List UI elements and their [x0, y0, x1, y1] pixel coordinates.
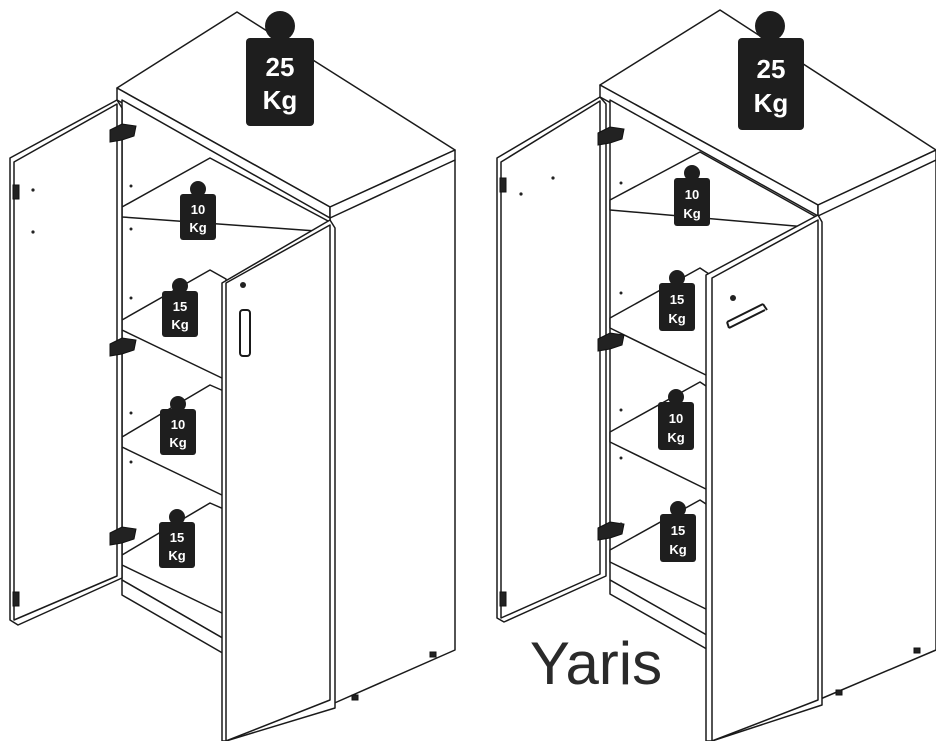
weight-unit: Kg: [754, 88, 789, 118]
weight-unit: Kg: [669, 542, 686, 557]
cabinet-right-foot-2: [913, 647, 921, 654]
cabinet-left-lock-hole: [240, 282, 246, 288]
cabinet-right-right-door-face: [711, 219, 819, 741]
cabinet-left: [9, 11, 456, 741]
cabinet-right-door-handle[interactable]: [726, 303, 768, 329]
weight-value: 10: [669, 411, 683, 426]
weight-unit: Kg: [668, 311, 685, 326]
cabinet-left-right-door-face: [225, 224, 331, 741]
weight-value: 15: [670, 292, 684, 307]
cabinet-left-door-hinge-bottom: [12, 591, 20, 607]
cabinet-right-door-hinge-bottom: [499, 591, 507, 607]
weight-value: 10: [685, 187, 699, 202]
weight-badge-right-shelf-1: 10 Kg: [674, 165, 710, 226]
weight-value: 25: [266, 52, 295, 82]
cabinet-left-foot-2: [429, 651, 437, 658]
brand-name: Yaris: [530, 630, 662, 697]
cabinet-right-foot-1: [835, 689, 843, 696]
weight-badge-right-shelf-2: 15 Kg: [659, 270, 695, 331]
cabinet-right-left-door-face: [500, 100, 601, 619]
cabinet-left-hinge-1: [109, 123, 137, 143]
weight-unit: Kg: [263, 85, 298, 115]
cabinet-right-door-hinge-top: [499, 177, 507, 193]
weight-unit: Kg: [168, 548, 185, 563]
weight-value: 15: [671, 523, 685, 538]
cabinet-left-top-side-edge: [329, 149, 456, 219]
cabinet-left-hinge-3: [109, 526, 137, 546]
cabinet-right-hinge-3: [597, 521, 625, 541]
cabinet-left-hinge-2: [109, 337, 137, 357]
cabinet-left-door-handle[interactable]: [239, 309, 251, 357]
weight-badge-left-shelf-2: 15 Kg: [162, 278, 198, 337]
cabinet-left-door-hinge-top: [12, 184, 20, 200]
weight-value: 25: [757, 54, 786, 84]
cabinet-right-hinge-1: [597, 126, 625, 146]
weight-badge-left-shelf-3: 10 Kg: [160, 396, 196, 455]
cabinet-right-hinge-2: [597, 332, 625, 352]
weight-badge-right-shelf-4: 15 Kg: [660, 501, 696, 562]
cabinet-left-left-door-face: [13, 103, 118, 621]
weight-badge-left-top: 25 Kg: [246, 11, 314, 126]
weight-value: 15: [170, 530, 184, 545]
weight-badge-right-top: 25 Kg: [738, 11, 804, 130]
cabinet-left-foot-1: [351, 694, 359, 701]
cabinet-right-side-panel: [817, 157, 936, 701]
weight-unit: Kg: [171, 317, 188, 332]
weight-value: 15: [173, 299, 187, 314]
cabinet-right-top-side-edge: [817, 149, 936, 217]
weight-value: 10: [191, 202, 205, 217]
weight-badge-right-shelf-3: 10 Kg: [658, 389, 694, 450]
weight-value: 10: [171, 417, 185, 432]
weight-unit: Kg: [169, 435, 186, 450]
cabinet-left-side-panel: [329, 159, 456, 706]
weight-badge-left-shelf-4: 15 Kg: [159, 509, 195, 568]
weight-unit: Kg: [667, 430, 684, 445]
weight-badge-left-shelf-1: 10 Kg: [180, 181, 216, 240]
cabinet-right-lock-hole: [730, 295, 736, 301]
cabinet-right: [496, 9, 936, 741]
weight-unit: Kg: [683, 206, 700, 221]
weight-unit: Kg: [189, 220, 206, 235]
